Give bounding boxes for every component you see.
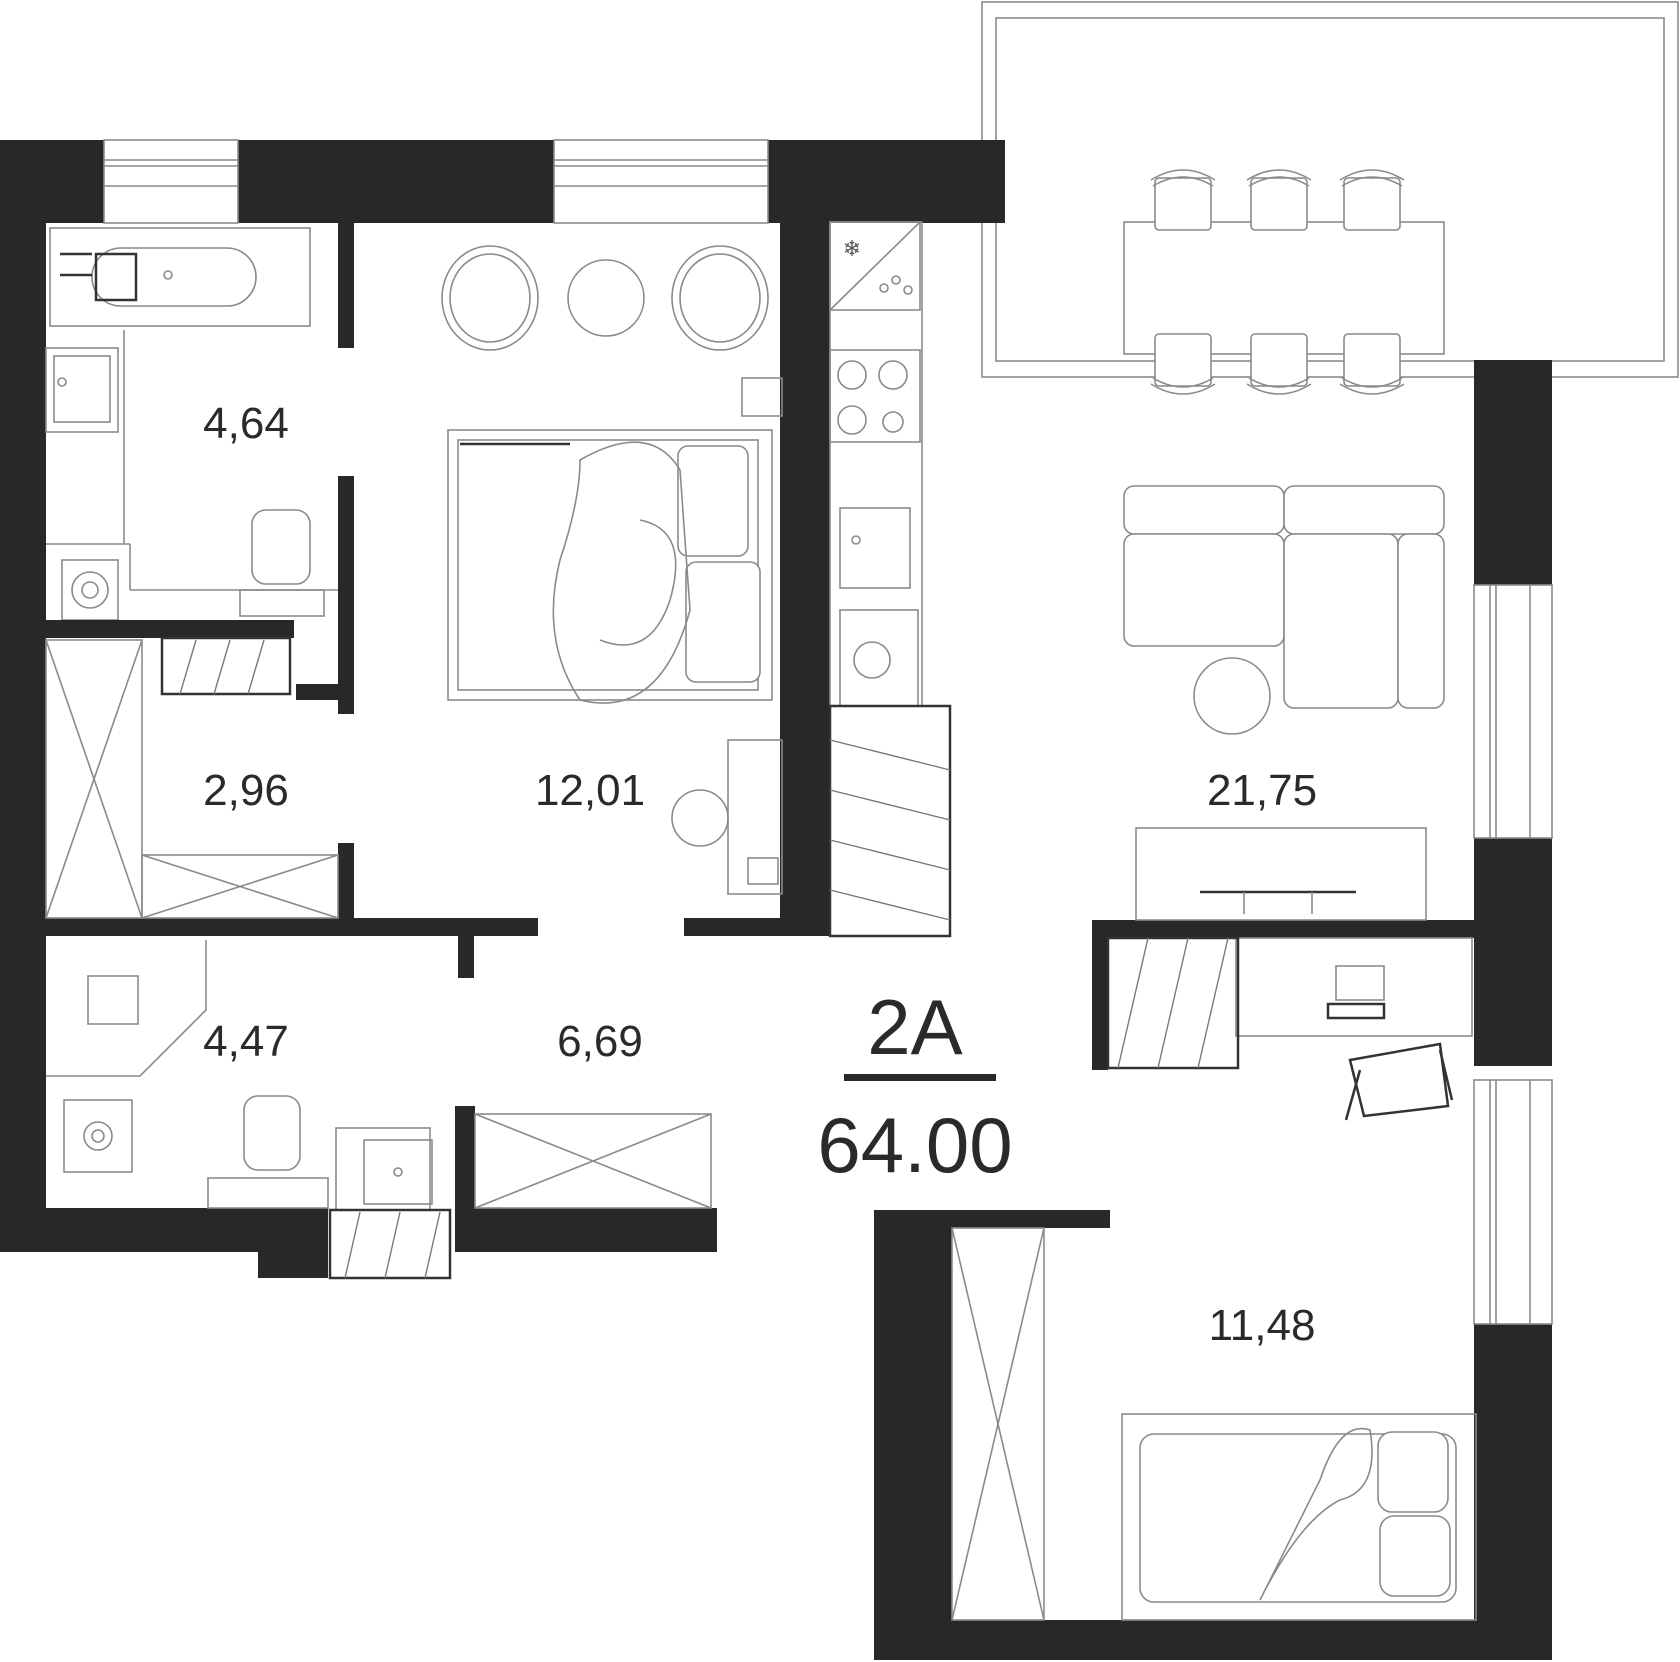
room-area-storage: 2,96: [203, 766, 289, 815]
fridge-icon: ❄: [829, 221, 921, 311]
room-area-bathroom: 4,64: [203, 399, 289, 448]
walls: [0, 140, 1552, 1660]
sink-icon: [335, 1127, 433, 1211]
study-wardrobe: [1106, 936, 1240, 1070]
stove-icon: [829, 349, 921, 443]
apartment-total-area: 64.00: [817, 1101, 1012, 1189]
windows: [103, 139, 1553, 1325]
bed-icon: [447, 429, 773, 704]
toilet-icon: [239, 509, 325, 617]
bathtub-icon: [49, 227, 311, 327]
room-area-hall: 6,69: [557, 1017, 643, 1066]
bed-icon: [1121, 1413, 1477, 1621]
hall-wardrobe: [474, 1113, 712, 1209]
nightstand: [741, 377, 783, 417]
washing-machine-icon: [61, 559, 119, 621]
desk-icon: [671, 739, 783, 895]
dining-table-icon: [1123, 169, 1445, 395]
svg-text:❄: ❄: [843, 237, 861, 262]
label-divider: [844, 1074, 996, 1081]
room-area-bedroom: 12,01: [535, 766, 645, 815]
armchair-icon: [441, 245, 769, 351]
sink-icon: [45, 347, 119, 433]
washing-machine-icon: [63, 1099, 133, 1173]
kitchen-wardrobe: [828, 704, 952, 938]
toilet-icon: [207, 1095, 329, 1209]
room-area-kitchen-living: 21,75: [1207, 766, 1317, 815]
kitchen-sink-icon: [839, 507, 911, 589]
storage-room: [45, 620, 339, 919]
wardrobe-icon: [951, 1227, 1045, 1621]
sofa-icon: [1123, 485, 1445, 735]
washroom-fixtures: [46, 940, 452, 1280]
desk-icon: [1235, 937, 1473, 1037]
office-chair-icon: [1344, 1042, 1454, 1121]
apartment-type: 2A: [867, 983, 962, 1071]
tv-icon: [1135, 827, 1427, 921]
room-area-washroom: 4,47: [203, 1017, 289, 1066]
boiler-icon: [839, 609, 919, 707]
room-area-second-bedroom: 11,48: [1209, 1301, 1316, 1350]
